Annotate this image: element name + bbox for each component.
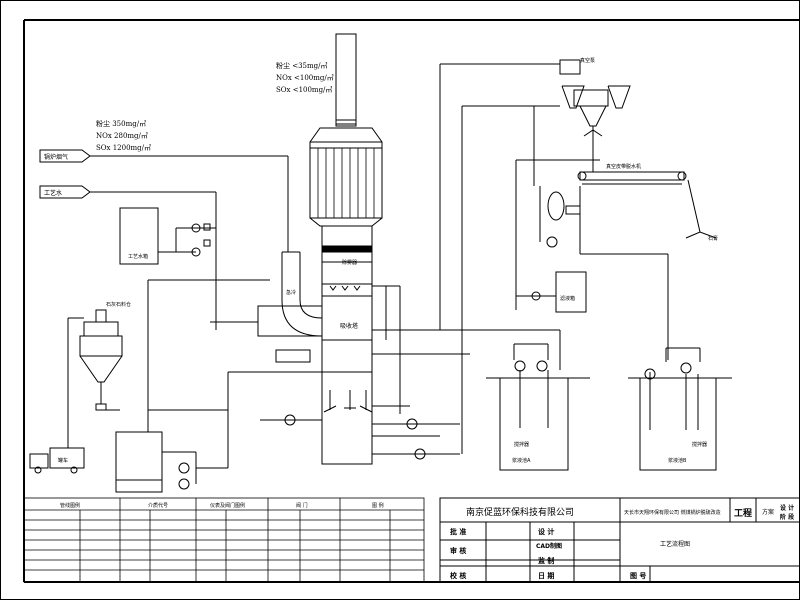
belt-filter <box>577 171 717 239</box>
process-water-label: 工艺水 <box>44 189 62 197</box>
absorber-label: 吸收塔 <box>340 322 358 330</box>
pipe-network <box>372 63 669 454</box>
legend-col3-title: 仪表及阀门图例 <box>210 502 245 509</box>
company-name: 南京促蓝环保科技有限公司 <box>466 506 574 518</box>
emission-in-so2: SOx 1200mg/㎥ <box>96 143 151 152</box>
supervise-label: 监 制 <box>538 556 554 565</box>
flue-gas-label: 锅炉烟气 <box>44 153 68 161</box>
design-stage-label-1: 设 计 <box>780 504 794 512</box>
silo-label: 石灰石料仓 <box>106 301 131 308</box>
vacuum-pump-label: 真空泵 <box>580 57 595 64</box>
project-name: 天长市天翔环保有限公司 燃煤锅炉脱硫改造 <box>624 509 721 516</box>
demister-label: 除雾器 <box>342 259 357 266</box>
check-label: 校 核 <box>450 571 466 580</box>
drawing-title: 工艺流程图 <box>660 540 690 548</box>
recirc-pumps <box>227 349 460 468</box>
water-tank-label: 工艺水箱 <box>128 253 148 260</box>
date-label: 日 期 <box>538 571 554 580</box>
limestone-silo <box>67 309 123 448</box>
title-block-frame <box>439 497 800 583</box>
water-tank <box>119 207 216 265</box>
slurry-tank-right-label: 浆液池B <box>668 457 687 464</box>
gypsum-label: 石膏 <box>708 235 718 242</box>
legend-col2-title: 介质代号 <box>148 502 168 509</box>
agitator-right-label: 搅拌器 <box>692 441 707 448</box>
design-stage-label-2: 阶 段 <box>780 513 794 521</box>
slurry-pit-right <box>628 347 732 471</box>
engineering-label: 工程 <box>734 507 752 519</box>
design-label: 设 计 <box>538 527 554 536</box>
quench-label: 急冷 <box>286 289 296 296</box>
flue-gas-input <box>39 149 289 252</box>
drawing-no-label: 图 号 <box>630 571 646 580</box>
review-label: 审 核 <box>450 546 466 555</box>
legend-col1-title: 管线图例 <box>60 502 80 509</box>
slurry-prep-tank <box>115 279 270 493</box>
legend-table <box>23 497 425 583</box>
legend-col4-title: 阀 门 <box>296 502 308 509</box>
hydrocyclone <box>559 59 631 172</box>
slurry-tank-left-label: 浆液池A <box>512 457 531 464</box>
filtrate-tank-label: 滤液箱 <box>560 295 575 302</box>
agitator-left-label: 搅拌器 <box>514 441 529 448</box>
tanker-truck <box>29 447 85 474</box>
belt-filter-label: 真空皮带脱水机 <box>606 163 641 170</box>
emission-in-dust: 粉尘 350mg/㎥ <box>96 119 146 128</box>
cad-label: CAD制图 <box>536 542 562 550</box>
truck-label: 罐车 <box>58 457 68 464</box>
approve-label: 批 准 <box>450 527 466 536</box>
inlet-duct <box>210 251 323 337</box>
emission-out-nox: NOx <100mg/㎥ <box>276 73 334 82</box>
emission-out-so2: SOx <100mg/㎥ <box>276 85 332 94</box>
stack <box>335 33 357 127</box>
slurry-pit-left <box>486 343 590 471</box>
emission-in-nox: NOx 280mg/㎥ <box>96 131 148 140</box>
stage-label: 方案 <box>762 508 774 516</box>
process-water-input <box>39 185 217 330</box>
legend-col5-title: 图 例 <box>372 502 384 509</box>
filtrate-system <box>516 186 587 313</box>
absorber-tower <box>309 127 383 465</box>
emission-out-dust: 粉尘 <35mg/㎥ <box>276 61 327 70</box>
